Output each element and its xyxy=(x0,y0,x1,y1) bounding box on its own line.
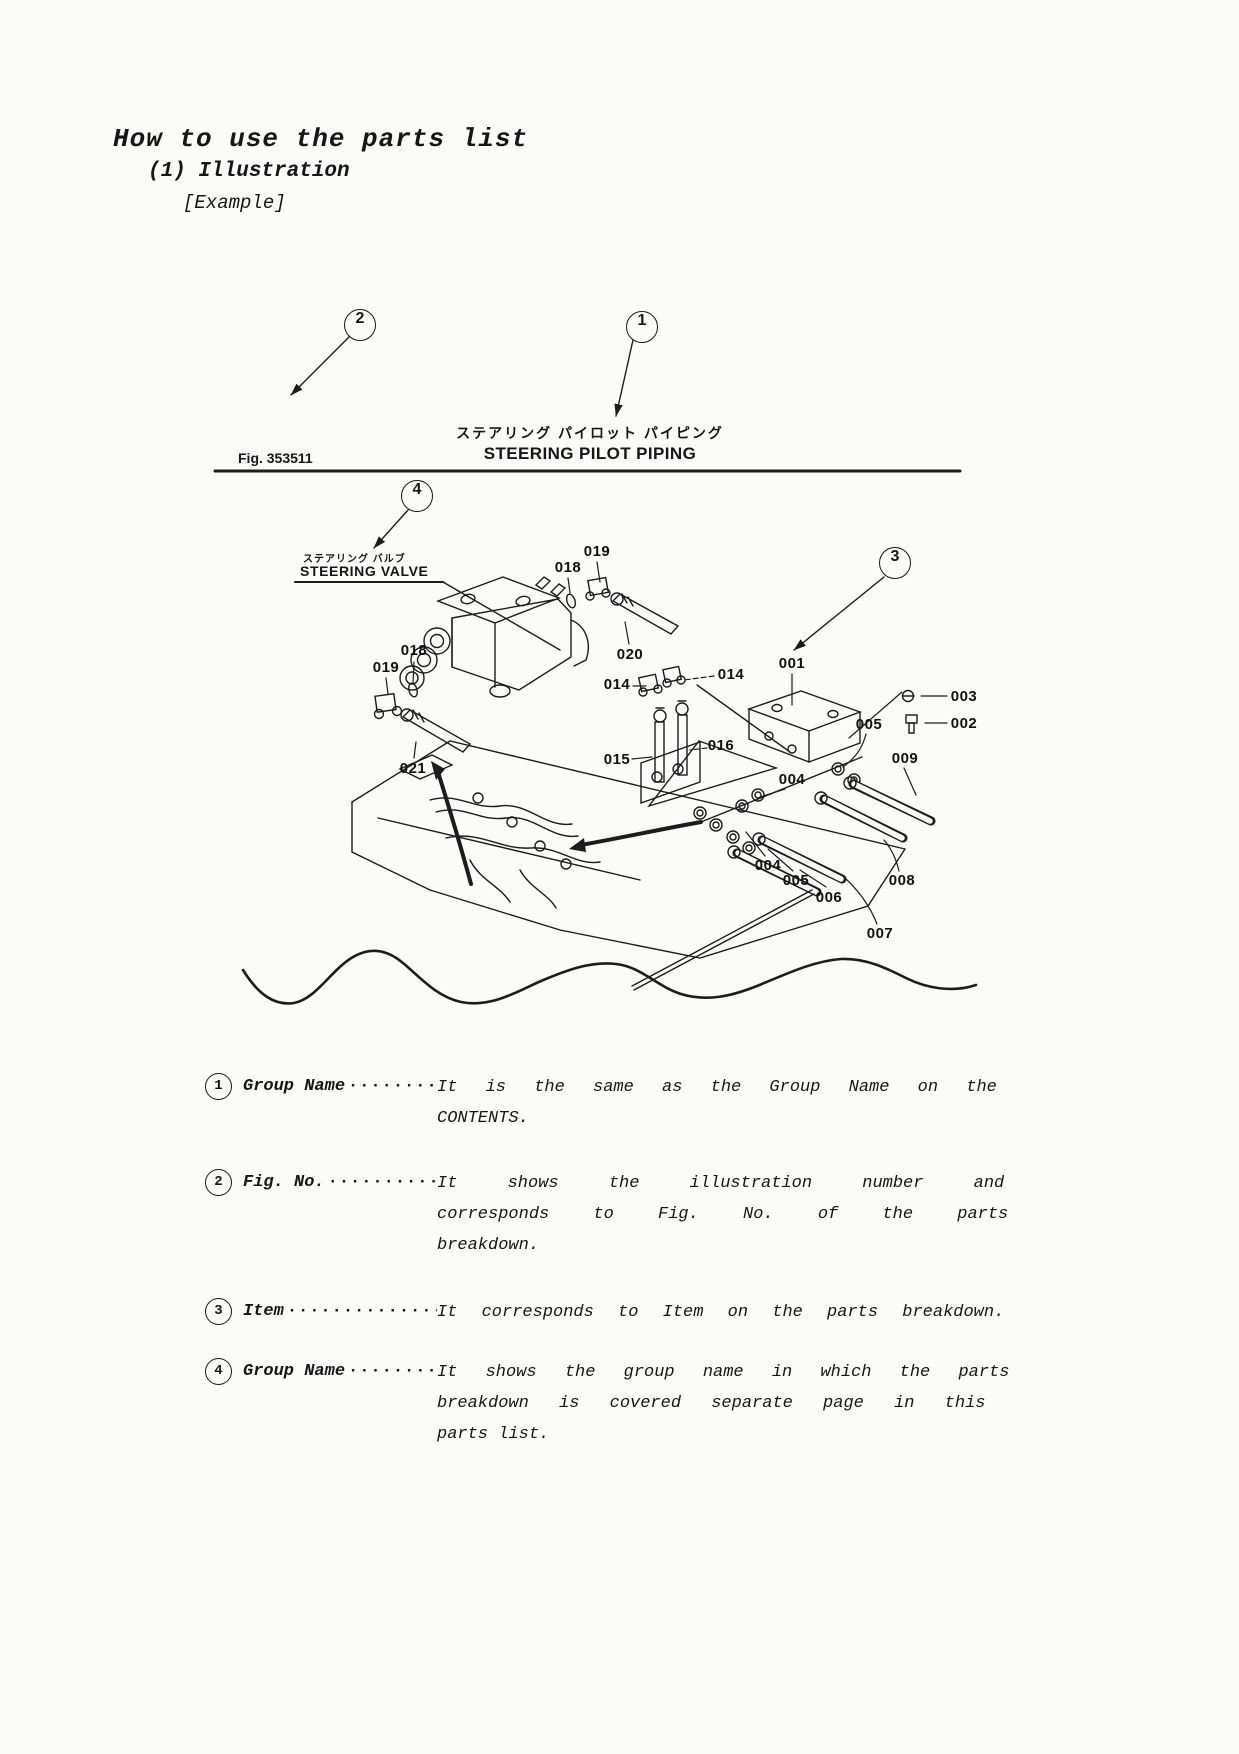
part-label-019: 019 xyxy=(372,659,400,676)
machine-body-drawing xyxy=(351,740,906,991)
note-fig-no: 2 Fig. No. ················ It shows the… xyxy=(205,1168,1017,1261)
note-number-circle: 3 xyxy=(205,1298,232,1325)
note-number-circle: 4 xyxy=(205,1358,232,1385)
callout-arrows xyxy=(290,336,885,651)
part-label-015: 015 xyxy=(603,751,631,768)
part-label-005: 005 xyxy=(855,716,883,733)
part-label-009: 009 xyxy=(891,750,919,767)
part-label-006: 006 xyxy=(815,889,843,906)
leader-dots: ························ xyxy=(286,1302,437,1321)
break-wave xyxy=(241,949,978,1005)
part-leader-lines xyxy=(385,561,948,925)
tube-highlights xyxy=(735,781,933,895)
part-label-016: 016 xyxy=(707,737,735,754)
tube-heads xyxy=(727,776,857,859)
part-label-018: 018 xyxy=(554,559,582,576)
part-label-007: 007 xyxy=(866,925,894,942)
part-label-018: 018 xyxy=(400,642,428,659)
figure-title-japanese: ステアリング パイロット パイピング xyxy=(456,425,724,441)
page-title: How to use the parts list xyxy=(113,124,529,154)
figure-title-english: STEERING PILOT PIPING xyxy=(483,444,697,463)
part-label-003: 003 xyxy=(950,688,978,705)
callout-1-group-name: 1 xyxy=(626,311,658,343)
note-definition: It shows the group name in which the par… xyxy=(437,1357,1017,1450)
note-definition-line: It corresponds to Item on the parts brea… xyxy=(437,1303,1005,1322)
note-group-name-4: 4 Group Name ·············· It shows the… xyxy=(205,1357,1017,1450)
note-term: Fig. No. xyxy=(243,1173,325,1192)
hardware-drawings xyxy=(901,689,918,734)
note-term: Item xyxy=(243,1302,284,1321)
part-label-002: 002 xyxy=(950,715,978,732)
leader-dots: ················ xyxy=(327,1173,437,1192)
note-definition-line: It shows the illustration number and xyxy=(437,1174,1005,1193)
note-definition-line: breakdown. xyxy=(437,1236,540,1255)
bracket-drawing xyxy=(640,684,863,808)
steering-valve-label-leader xyxy=(294,581,561,651)
note-definition-line: corresponds to Fig. No. of the parts xyxy=(437,1205,1009,1224)
note-term: Group Name xyxy=(243,1077,346,1096)
part-label-001: 001 xyxy=(778,655,806,672)
section-heading: (1) Illustration xyxy=(148,160,350,183)
part-label-014: 014 xyxy=(717,666,745,683)
note-item: 3 Item ························ It corre… xyxy=(205,1297,1017,1328)
part-label-005: 005 xyxy=(782,872,810,889)
part-label-021: 021 xyxy=(399,760,427,777)
fitting-drawings xyxy=(373,576,689,783)
figure-number: Fig. 353511 xyxy=(238,450,313,466)
note-number-circle: 1 xyxy=(205,1073,232,1100)
part-label-019: 019 xyxy=(583,543,611,560)
steering-valve-drawing xyxy=(399,576,589,698)
leader-dots: ·············· xyxy=(348,1077,437,1096)
valve-label-japanese: ステアリング バルブ xyxy=(303,554,406,565)
callout-4-group-name: 4 xyxy=(401,480,433,512)
note-definition-line: It is the same as the Group Name on the xyxy=(437,1078,997,1097)
note-definition: It is the same as the Group Name on the … xyxy=(437,1072,1017,1134)
part-label-004: 004 xyxy=(754,857,782,874)
valve-label-english: STEERING VALVE xyxy=(300,563,429,579)
note-definition-line: parts list. xyxy=(437,1425,550,1444)
note-number-circle: 2 xyxy=(205,1169,232,1196)
callout-3-item: 3 xyxy=(879,547,911,579)
part-label-020: 020 xyxy=(616,646,644,663)
part-label-008: 008 xyxy=(888,872,916,889)
example-label: [Example] xyxy=(183,192,286,214)
note-definition: It shows the illustration number and cor… xyxy=(437,1168,1017,1261)
part-label-014: 014 xyxy=(603,676,631,693)
note-group-name-1: 1 Group Name ·············· It is the sa… xyxy=(205,1072,1017,1134)
note-definition: It corresponds to Item on the parts brea… xyxy=(437,1297,1017,1328)
note-definition-line: It shows the group name in which the par… xyxy=(437,1363,1010,1382)
part-label-004: 004 xyxy=(778,771,806,788)
callout-2-fig-no: 2 xyxy=(344,309,376,341)
leader-dots: ·············· xyxy=(348,1362,437,1381)
note-definition-line: breakdown is covered separate page in th… xyxy=(437,1394,986,1413)
note-definition-line: CONTENTS. xyxy=(437,1109,529,1128)
note-term: Group Name xyxy=(243,1362,346,1381)
